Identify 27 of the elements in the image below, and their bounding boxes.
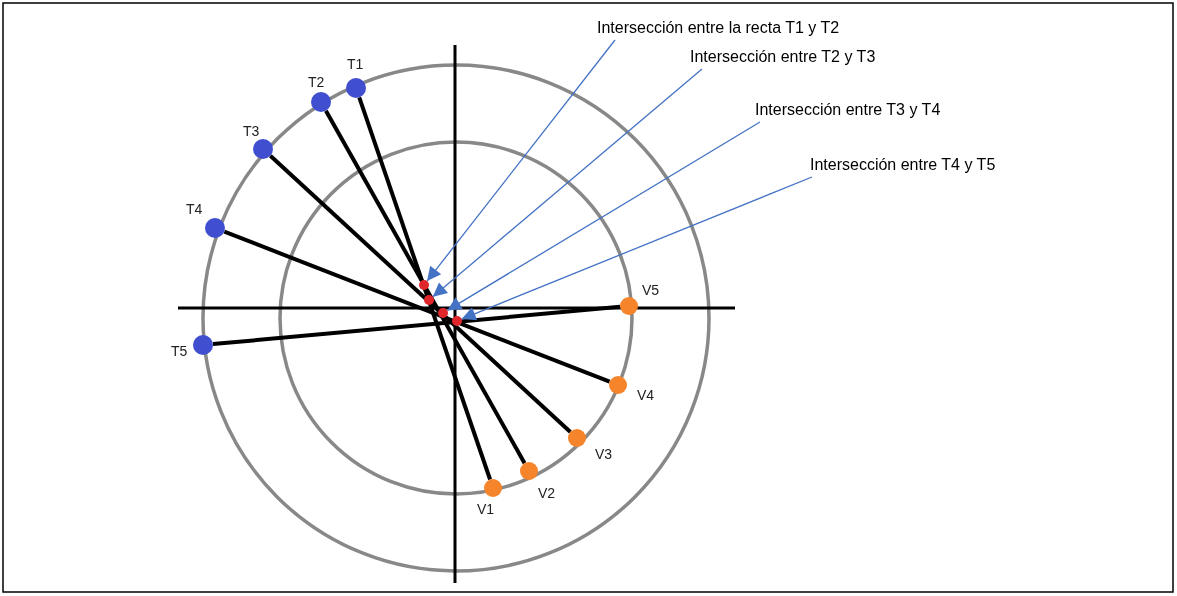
point-label: V3 [595,446,613,462]
connecting-line [212,304,621,347]
callout-text: Intersección entre la recta T1 y T2 [597,18,840,38]
callout-text: Intersección entre T2 y T3 [690,47,876,67]
intersection-dot [419,280,429,290]
point-label: T5 [171,343,188,359]
connecting-line [223,229,611,384]
point-label: V2 [538,485,556,501]
intersection-dot [424,295,434,305]
point-label: T4 [186,201,203,217]
connecting-line [269,154,572,434]
point-label: V5 [642,282,660,298]
point-label: T1 [347,56,364,72]
point-label: T3 [243,123,260,139]
connecting-line [324,109,527,465]
arrow [446,121,761,312]
point-label: V1 [477,501,495,517]
intersection-dot [452,316,462,326]
connecting-line [357,96,492,481]
point-label: V4 [637,387,655,403]
callout-text: Intersección entre T4 y T5 [810,155,996,175]
point-label: T2 [308,74,325,90]
arrow [426,39,616,282]
callout-text: Intersección entre T3 y T4 [755,100,941,120]
arrow [432,68,703,298]
arrow [461,176,813,321]
intersection-dot [438,308,448,318]
